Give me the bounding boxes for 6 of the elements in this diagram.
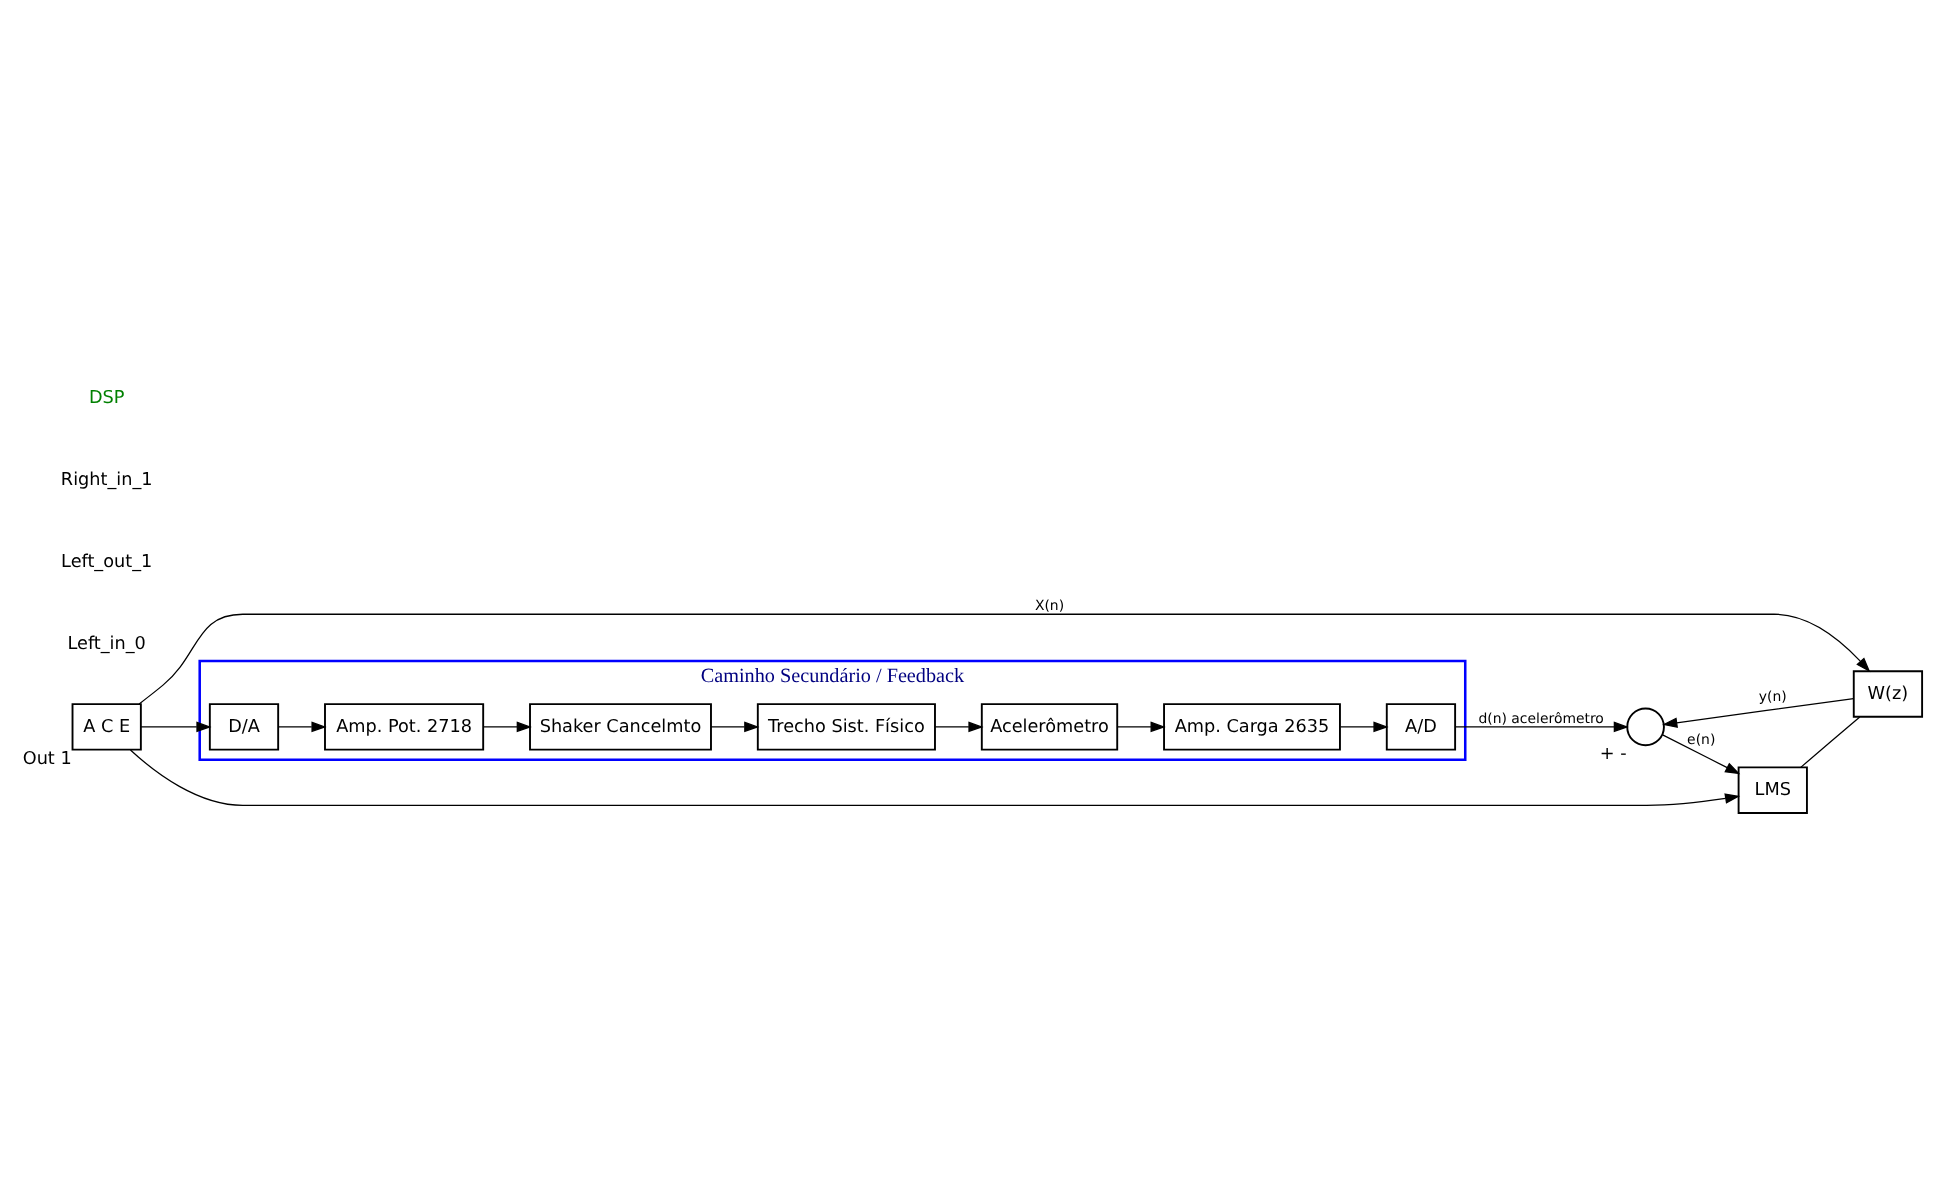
label: Right_in_1 (60, 470, 153, 491)
label: Left_in_0 (67, 635, 146, 656)
node-label: + - (1599, 745, 1627, 766)
label: DSP (88, 388, 125, 409)
label: Left_out_1 (61, 553, 153, 574)
node-label: Out 1 (22, 749, 72, 770)
